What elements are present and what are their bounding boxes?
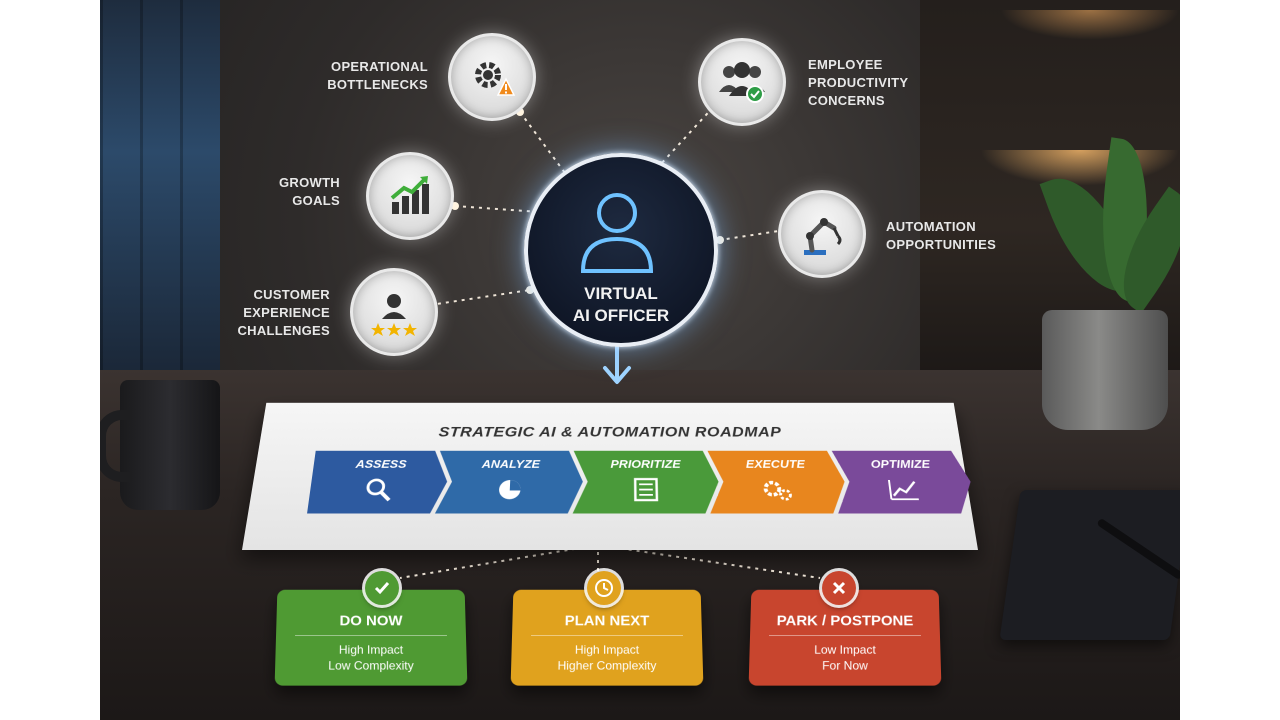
trend-line-icon (886, 476, 923, 502)
connector-customer (430, 290, 530, 305)
center-title-line2: AI OFFICER (528, 305, 714, 327)
stage-execute: EXECUTE (707, 451, 848, 514)
outcome-title: DO NOW (276, 613, 466, 629)
center-title-line1: VIRTUAL (528, 283, 714, 305)
magnifier-icon (362, 476, 394, 502)
stage-optimize: OPTIMIZE (832, 451, 976, 514)
pie-chart-icon (494, 476, 524, 502)
clock-icon (587, 571, 621, 605)
stage-assess: ASSESS (307, 451, 449, 514)
checkmark-icon (365, 571, 399, 605)
virtual-ai-officer-node: VIRTUAL AI OFFICER (524, 153, 718, 347)
stage-prioritize: PRIORITIZE (573, 451, 721, 514)
roadmap-title: STRATEGIC AI & AUTOMATION ROADMAP (260, 424, 960, 441)
gear-warning-icon (468, 53, 516, 101)
outcome-line2: For Now (749, 658, 941, 674)
team-check-icon (717, 60, 767, 104)
stage-analyze: ANALYZE (435, 451, 583, 514)
outcome-park-postpone-card: PARK / POSTPONE Low Impact For Now (749, 590, 942, 686)
outcome-line1: High Impact (511, 642, 702, 658)
outcome-line2: Low Complexity (275, 658, 467, 674)
outcome-line2: Higher Complexity (511, 658, 703, 674)
roadmap-sheet: STRATEGIC AI & AUTOMATION ROADMAP ASSESS… (242, 403, 978, 550)
outcome-line1: Low Impact (749, 642, 940, 658)
stage-analyze-label: ANALYZE (438, 458, 583, 471)
automation-opportunities-node (778, 190, 866, 278)
stage-execute-label: EXECUTE (708, 458, 844, 471)
outcome-title: PARK / POSTPONE (750, 613, 940, 629)
checklist-icon (631, 476, 661, 502)
stage-prioritize-label: PRIORITIZE (573, 458, 718, 471)
person-icon (577, 187, 657, 273)
connector-automation (720, 230, 785, 240)
growth-goals-node (366, 152, 454, 240)
x-icon (822, 571, 856, 605)
stage-assess-label: ASSESS (313, 458, 449, 471)
customer-experience-node (350, 268, 438, 356)
stage-optimize-label: OPTIMIZE (832, 458, 968, 471)
outcome-line1: High Impact (275, 642, 466, 658)
connector-growth (455, 206, 540, 212)
gears-icon (760, 476, 795, 502)
growth-chart-icon (386, 172, 434, 220)
customer-rating-icon (369, 287, 419, 337)
employee-productivity-node (698, 38, 786, 126)
operational-bottlenecks-node (448, 33, 536, 121)
outcome-title: PLAN NEXT (512, 613, 702, 629)
robot-arm-icon (798, 210, 846, 258)
outcome-do-now-card: DO NOW High Impact Low Complexity (275, 590, 468, 686)
